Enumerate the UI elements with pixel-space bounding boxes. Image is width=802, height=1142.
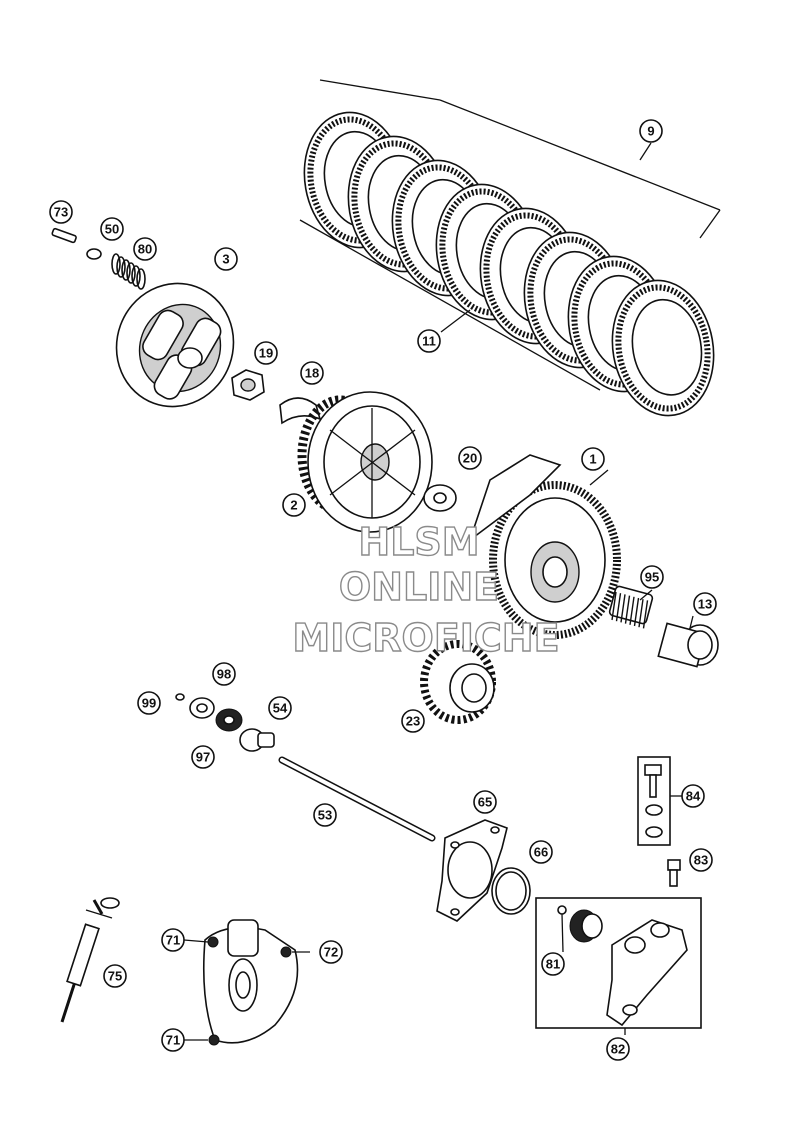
callout-1: 1 [581, 447, 605, 471]
callout-3: 3 [214, 247, 238, 271]
svg-text:11: 11 [422, 334, 436, 349]
svg-text:2: 2 [290, 498, 297, 513]
svg-text:13: 13 [698, 597, 712, 612]
callout-54: 54 [268, 696, 292, 720]
svg-text:19: 19 [259, 346, 273, 361]
svg-text:66: 66 [534, 845, 548, 860]
nut-and-lockwasher [231, 369, 322, 425]
callout-19: 19 [254, 341, 278, 365]
callout-66: 66 [529, 840, 553, 864]
pressure-plate [115, 282, 235, 408]
svg-text:23: 23 [406, 714, 420, 729]
callout-75: 75 [103, 964, 127, 988]
svg-text:20: 20 [463, 451, 477, 466]
gasket [436, 819, 508, 922]
callout-84: 84 [681, 784, 705, 808]
svg-text:71: 71 [166, 1033, 180, 1048]
callout-20: 20 [458, 446, 482, 470]
svg-text:9: 9 [647, 124, 654, 139]
clutch-cover [202, 919, 299, 1046]
svg-text:82: 82 [611, 1042, 625, 1057]
leader-lines [183, 142, 694, 1041]
callout-65: 65 [473, 790, 497, 814]
callout-72: 72 [319, 940, 343, 964]
outer-clutch-basket [468, 454, 621, 639]
watermark: HLSM ONLINE MICROFICHE [292, 519, 561, 660]
callout-82: 82 [606, 1037, 630, 1061]
callout-97: 97 [191, 745, 215, 769]
svg-text:71: 71 [166, 933, 180, 948]
release-mechanism [535, 897, 702, 1029]
watermark-line-3: MICROFICHE [292, 616, 559, 660]
callout-9: 9 [639, 119, 663, 143]
inner-hub [297, 391, 433, 533]
svg-text:95: 95 [645, 570, 659, 585]
callout-98: 98 [212, 662, 236, 686]
watermark-line-1: HLSM [358, 520, 479, 564]
svg-text:84: 84 [686, 789, 701, 804]
callout-23: 23 [401, 709, 425, 733]
callout-71-bottom: 71 [161, 1028, 185, 1052]
svg-text:98: 98 [217, 667, 231, 682]
screw [667, 859, 681, 887]
callout-13: 13 [693, 592, 717, 616]
svg-text:72: 72 [324, 945, 338, 960]
callout-83: 83 [689, 848, 713, 872]
callout-80: 80 [133, 237, 157, 261]
callout-71-top: 71 [161, 928, 185, 952]
bleeder-tool [60, 897, 120, 1023]
needle-bearing-and-bushing [608, 585, 719, 668]
pushrod-small-parts [175, 693, 275, 752]
svg-text:54: 54 [273, 701, 288, 716]
callout-95: 95 [640, 565, 664, 589]
svg-text:53: 53 [318, 808, 332, 823]
primary-gear [420, 640, 496, 724]
callout-11: 11 [417, 329, 441, 353]
callout-81: 81 [541, 952, 565, 976]
svg-text:18: 18 [305, 366, 319, 381]
svg-text:80: 80 [138, 242, 152, 257]
callout-2: 2 [282, 493, 306, 517]
svg-text:50: 50 [105, 222, 119, 237]
push-rod [278, 756, 436, 842]
callouts: 9 11 73 50 80 3 19 18 20 1 2 95 13 98 99… [49, 119, 717, 1061]
svg-text:3: 3 [222, 252, 229, 267]
callout-50: 50 [100, 217, 124, 241]
svg-text:83: 83 [694, 853, 708, 868]
watermark-line-2: ONLINE [339, 565, 499, 609]
svg-text:81: 81 [546, 957, 560, 972]
callout-73: 73 [49, 200, 73, 224]
bolt-washer-spring [51, 227, 146, 290]
svg-text:99: 99 [142, 696, 156, 711]
svg-text:73: 73 [54, 205, 68, 220]
callout-18: 18 [300, 361, 324, 385]
clutch-plates [299, 79, 721, 417]
screw-set [637, 756, 671, 846]
svg-text:65: 65 [478, 795, 492, 810]
svg-text:1: 1 [589, 452, 596, 467]
svg-text:75: 75 [108, 969, 122, 984]
callout-53: 53 [313, 803, 337, 827]
svg-text:97: 97 [196, 750, 210, 765]
callout-99: 99 [137, 691, 161, 715]
